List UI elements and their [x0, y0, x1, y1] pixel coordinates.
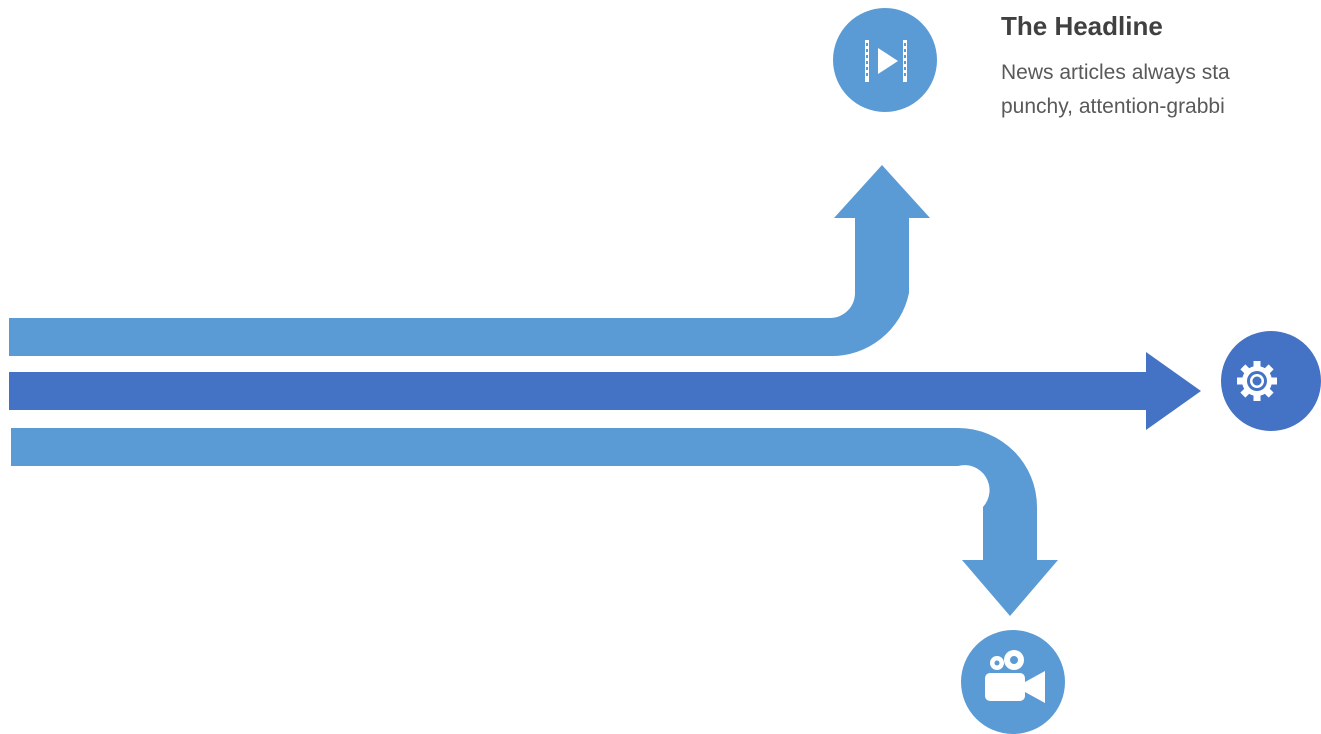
gear-icon [1221, 331, 1321, 431]
video-camera-icon [961, 630, 1065, 734]
headline-body-line: News articles always sta [1001, 61, 1230, 84]
arrow-straight-head [1146, 352, 1201, 430]
headline-block: The Headline News articles always sta pu… [1001, 6, 1321, 124]
headline-body: News articles always sta punchy, attenti… [1001, 56, 1321, 124]
arrow-down-branch [11, 428, 1037, 560]
arrow-straight-shaft [9, 372, 1146, 410]
arrow-up-branch [9, 216, 909, 357]
arrow-up-head [834, 165, 930, 218]
headline-title: The Headline [1001, 11, 1163, 41]
video-play-icon [833, 8, 937, 112]
arrow-down-head [962, 560, 1058, 616]
headline-body-line: punchy, attention-grabbi [1001, 95, 1225, 118]
